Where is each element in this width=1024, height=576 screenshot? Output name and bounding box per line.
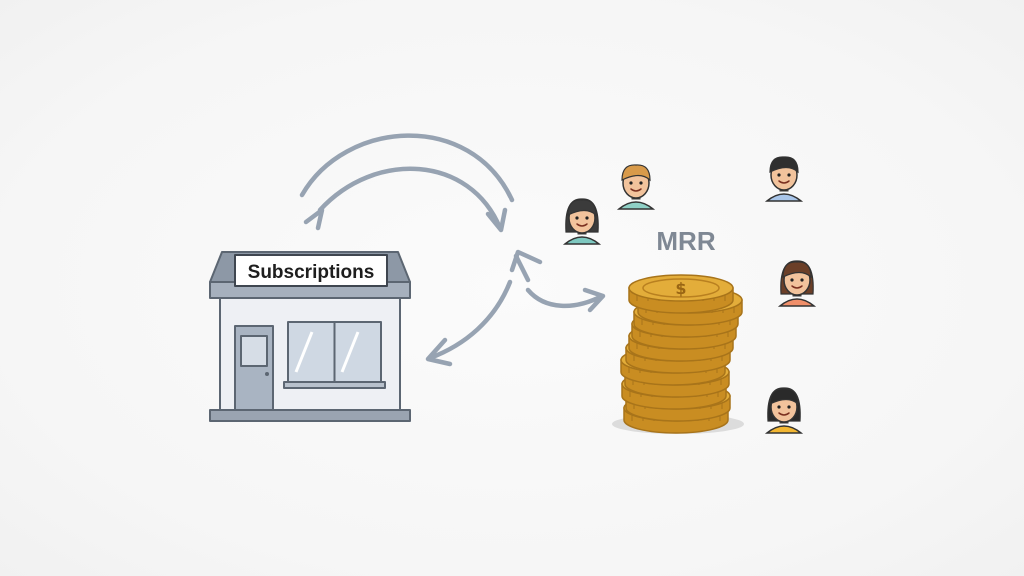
flow-arrow-outer-arc — [299, 133, 515, 203]
customer-group — [562, 156, 817, 434]
customer-avatar-icon — [764, 156, 804, 202]
flow-arrow-inner-arc — [317, 166, 503, 231]
coin-symbol: $ — [675, 279, 686, 298]
store-door-knob — [265, 372, 269, 376]
store-sign — [234, 254, 388, 287]
flow-arrow-to-store — [427, 279, 513, 361]
store-window-glare-2 — [340, 331, 360, 373]
flow-arrow-to-coins — [525, 287, 605, 308]
storefront-icon — [209, 251, 411, 422]
customer-avatar-icon — [777, 260, 817, 307]
store-window-sill — [283, 381, 386, 389]
flow-arrowhead-outer-start — [303, 207, 325, 231]
store-base — [209, 409, 411, 422]
flow-arrowhead-to-coins — [582, 287, 606, 313]
customer-avatar-icon — [764, 387, 804, 434]
customer-avatar-icon — [616, 164, 656, 210]
mrr-label: MRR — [656, 226, 715, 256]
flow-arrowhead-inner-arc — [485, 207, 508, 233]
store-door-window — [240, 335, 268, 367]
flow-arrows — [299, 133, 606, 367]
flow-arrowhead-to-store — [425, 337, 453, 367]
flow-hub-tick — [513, 253, 531, 283]
flow-hub-chevron — [509, 249, 543, 273]
coin-stack-icon: $ — [620, 274, 743, 434]
coin: $ — [628, 274, 734, 314]
store-window-glare-1 — [294, 331, 314, 373]
store-sign-label: Subscriptions — [248, 262, 375, 283]
customer-avatar-icon — [562, 198, 602, 245]
